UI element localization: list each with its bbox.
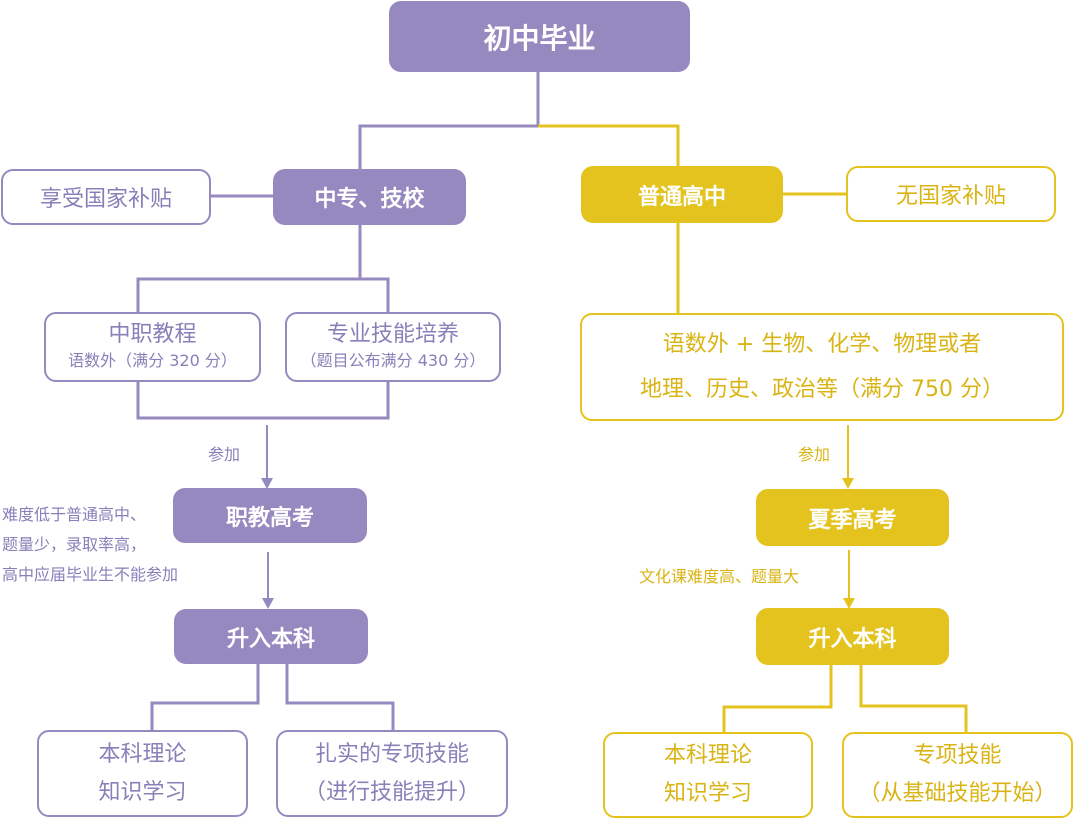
vocational-exam-note: 难度低于普通高中、 题量少，录取率高， 高中应届毕业生不能参加 [2,500,178,590]
vocational-exam-label: 职教高考 [225,505,314,531]
vocational-school-node: 中专、技校 [273,169,466,225]
subjects-line: 地理、历史、政治等（满分 750 分） [640,377,1004,402]
general-leaf-skill: 专项技能 （从基础技能开始） [842,732,1073,818]
root-label: 初中毕业 [483,21,596,55]
connector-upgrade-leaves-vocational [150,662,395,733]
connector-courses-bracket [136,381,390,420]
general-subsidy-node: 无国家补贴 [846,166,1056,222]
leaf-line: 本科理论 [98,741,187,767]
general-school-node: 普通高中 [581,166,783,223]
leaf-line: 扎实的专项技能 [314,741,469,767]
connector-root-right [538,124,680,168]
course-title: 中职教程 [108,322,197,347]
general-exam-note: 文化课难度高、题量大 [639,567,800,586]
leaf-line: 知识学习 [663,781,752,806]
general-upgrade-label: 升入本科 [808,626,897,652]
note-line: 题量少，录取率高， [2,535,147,554]
vocational-upgrade-node: 升入本科 [174,609,368,664]
general-exam-label: 夏季高考 [808,507,897,533]
leaf-line: 专项技能 [913,743,1002,768]
connector-upgrade-leaves-general [722,662,968,733]
general-school-label: 普通高中 [637,184,726,210]
leaf-line: 知识学习 [98,779,187,805]
general-subjects-node: 语数外 + 生物、化学、物理或者 地理、历史、政治等（满分 750 分） [580,313,1064,421]
general-leaf-theory: 本科理论 知识学习 [603,732,813,818]
connector-school-courses [136,222,390,313]
vocational-leaf-skill: 扎实的专项技能 （进行技能提升） [276,730,508,817]
vocational-course-node: 中职教程 语数外（满分 320 分） [44,312,261,382]
subjects-line: 语数外 + 生物、化学、物理或者 [662,332,982,357]
leaf-line: （从基础技能开始） [858,781,1057,806]
general-exam-node: 夏季高考 [756,489,949,546]
general-upgrade-node: 升入本科 [756,608,949,665]
vocational-exam-node: 职教高考 [173,488,367,543]
vocational-upgrade-label: 升入本科 [226,626,315,652]
course-title: 专业技能培养 [326,322,459,347]
leaf-line: （进行技能提升） [303,779,480,805]
vocational-subsidy-node: 享受国家补贴 [1,169,211,225]
arrowhead [843,598,855,609]
skill-training-node: 专业技能培养 （题目公布满分 430 分） [285,312,501,382]
connector-root-left [358,70,540,170]
leaf-line: 本科理论 [663,743,752,768]
arrowhead [842,478,854,489]
vocational-school-label: 中专、技校 [314,187,425,212]
general-subsidy-label: 无国家补贴 [895,184,1006,209]
note-line: 难度低于普通高中、 [2,505,147,524]
arrowhead [262,598,274,609]
note-line: 高中应届毕业生不能参加 [2,565,179,584]
arrowhead [261,478,273,489]
root-node: 初中毕业 [389,1,690,72]
vocational-subsidy-label: 享受国家补贴 [39,187,172,212]
course-subtitle: （题目公布满分 430 分） [300,351,486,370]
vocational-join-label: 参加 [208,445,241,464]
course-subtitle: 语数外（满分 320 分） [68,351,237,370]
vocational-leaf-theory: 本科理论 知识学习 [37,730,248,817]
general-join-label: 参加 [798,445,831,464]
